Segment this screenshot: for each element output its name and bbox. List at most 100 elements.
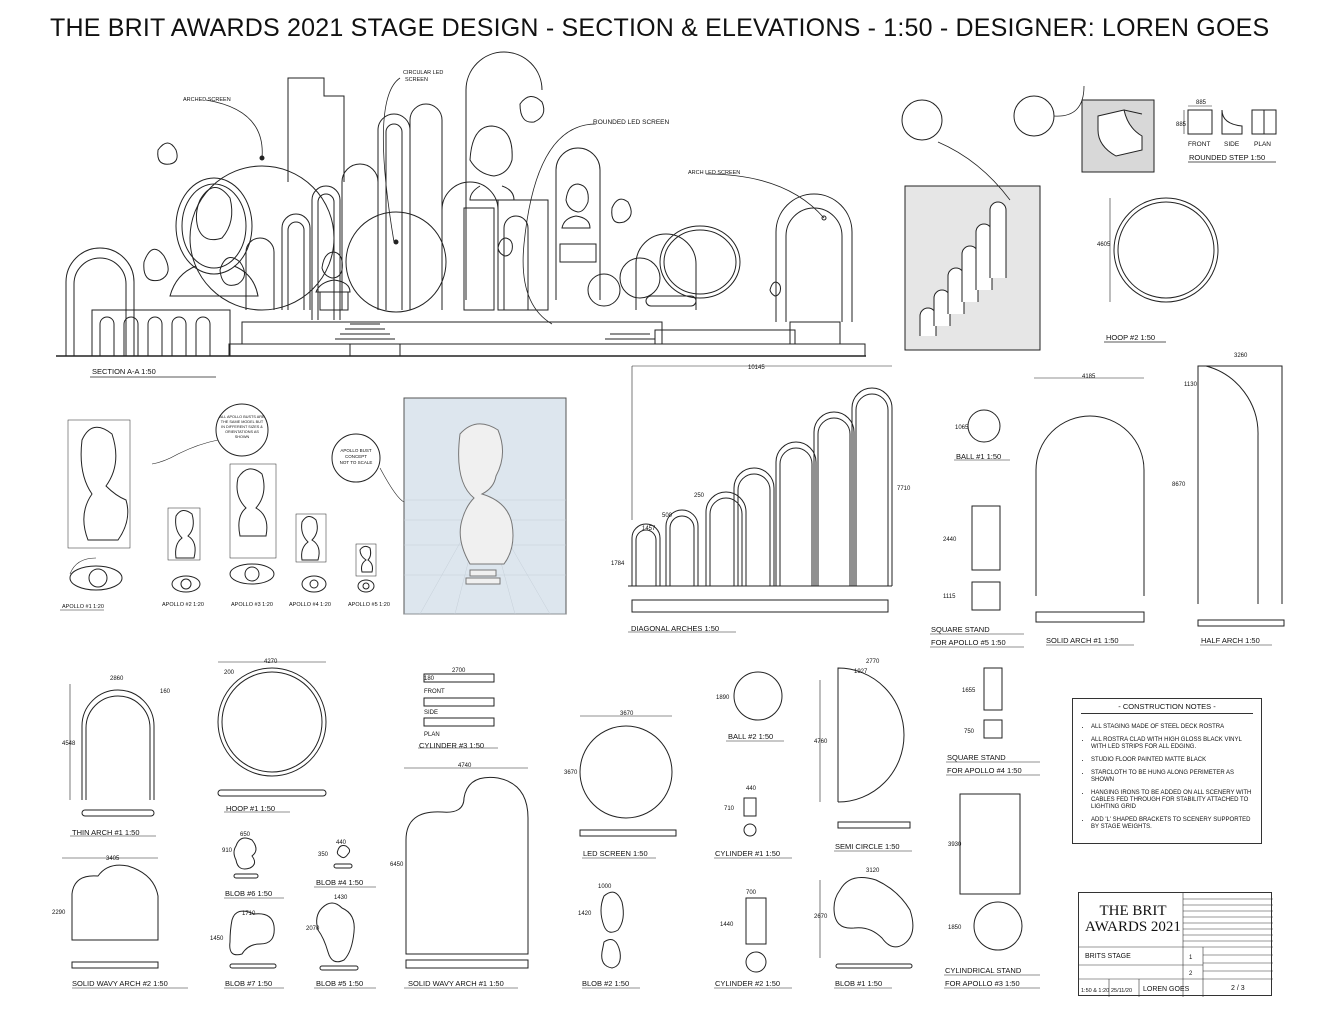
title-block-set: BRITS STAGE — [1085, 953, 1131, 960]
bust-note-line: ORIENTATIONS AS — [225, 430, 259, 434]
semi-circle-drawing — [819, 667, 912, 852]
label-side: SIDE — [1224, 141, 1240, 148]
label-blob6: BLOB #6 1:50 — [225, 889, 272, 898]
dim-cyl3-w: 2700 — [452, 668, 466, 674]
label-plan: PLAN — [1254, 141, 1271, 148]
ball-1-drawing — [954, 409, 1010, 461]
dim-diag-w: 10145 — [748, 365, 765, 371]
label-wavy2: SOLID WAVY ARCH #2 1:50 — [72, 979, 168, 988]
bust-note-line: SHOWN — [235, 435, 250, 439]
bust-note-line: ALL APOLLO BUSTS ARE — [219, 415, 264, 419]
dim-blob1-w: 3120 — [866, 868, 880, 874]
dim-hoop1-t: 200 — [224, 670, 235, 676]
dim-blob5-w: 1430 — [334, 895, 348, 901]
dim-step-w: 885 — [1196, 100, 1207, 106]
dim-sq5-h1: 2440 — [943, 537, 957, 543]
dim-hoop1-w: 4270 — [264, 659, 278, 665]
apollo-bust-render — [403, 397, 567, 615]
cylinder-1-drawing — [714, 797, 792, 859]
label-cyl2: CYLINDER #2 1:50 — [715, 979, 780, 988]
label-front: FRONT — [1188, 141, 1210, 148]
dim-blob6-h: 910 — [222, 848, 233, 854]
dim-half-w: 3260 — [1234, 353, 1248, 359]
label-cylstand-a: CYLINDRICAL STAND — [945, 966, 1022, 975]
dim-cyl1-w: 440 — [746, 786, 757, 792]
label-wavy1: SOLID WAVY ARCH #1 1:50 — [408, 979, 504, 988]
dim-wavy2-h: 2290 — [52, 910, 66, 916]
dim-blob2-w: 1000 — [598, 884, 612, 890]
blob-6-drawing — [224, 837, 284, 899]
label-square5b: FOR APOLLO #5 1:50 — [931, 638, 1006, 647]
label-cyl3-side: SIDE — [424, 710, 438, 716]
dim-cyl3-h: 180 — [424, 676, 435, 682]
callout-circle — [1013, 95, 1055, 137]
cylinder-2-drawing — [714, 897, 792, 989]
dim-wavy1-w: 4740 — [458, 763, 472, 769]
label-blob1: BLOB #1 1:50 — [835, 979, 882, 988]
bust-concept-line: NOT TO SCALE — [340, 460, 373, 465]
dim-sq4-h1: 1655 — [962, 688, 976, 694]
diagonal-arches-drawing — [628, 365, 893, 633]
blob-1-drawing — [819, 877, 914, 989]
label-cyl1: CYLINDER #1 1:50 — [715, 849, 780, 858]
dim-blob5-h: 2070 — [306, 926, 320, 932]
dim-blob7-h: 1450 — [210, 936, 224, 942]
dim-cylst-h: 3930 — [948, 842, 962, 848]
solid-wavy-arch-1-drawing — [404, 767, 529, 989]
dim-blob4-h: 350 — [318, 852, 329, 858]
dim-blob2-h: 1420 — [578, 911, 592, 917]
dim-thin-t: 160 — [160, 689, 171, 695]
square-stand-4-drawing — [946, 667, 1040, 776]
label-cyl3-plan: PLAN — [424, 732, 440, 738]
label-cylstand-b: FOR APOLLO #3 1:50 — [945, 979, 1020, 988]
blob-5-drawing — [314, 902, 376, 989]
label-half-arch: HALF ARCH 1:50 — [1201, 636, 1260, 645]
label-led-screen: LED SCREEN 1:50 — [583, 849, 648, 858]
dim-ball2: 1890 — [716, 695, 730, 701]
note-item: ALL ROSTRA CLAD WITH HIGH GLOSS BLACK VI… — [1091, 737, 1253, 751]
label-ball1: BALL #1 1:50 — [956, 452, 1001, 461]
label-semi: SEMI CIRCLE 1:50 — [835, 842, 900, 851]
label-apollo2: APOLLO #2 1:20 — [162, 602, 204, 608]
label-square4a: SQUARE STAND — [947, 753, 1006, 762]
callout-circular-led-2: SCREEN — [405, 77, 428, 83]
rounded-step-views — [1183, 105, 1277, 163]
dim-blob4-w: 440 — [336, 840, 347, 846]
dim-sq5-h2: 1115 — [943, 594, 956, 600]
dim-cyl1-h: 710 — [724, 806, 735, 812]
bust-note-line: IN DIFFERENT SIZES & — [221, 425, 263, 429]
title-block-stage: 2 — [1189, 971, 1193, 977]
note-item: ADD 'L' SHAPED BRACKETS TO SCENERY SUPPO… — [1091, 817, 1253, 831]
title-block-name-line2: AWARDS 2021 — [1085, 919, 1181, 935]
iso-diagonal-arches-view — [904, 141, 1041, 351]
dim-hoop2: 4605 — [1097, 242, 1111, 248]
notes-heading: - CONSTRUCTION NOTES - — [1081, 703, 1253, 714]
dim-semi-h: 4760 — [814, 739, 828, 745]
iso-rounded-step-view — [1081, 99, 1155, 173]
dim-diag-b: 500 — [662, 513, 673, 519]
dim-diag-c: 250 — [694, 493, 705, 499]
label-square5a: SQUARE STAND — [931, 625, 990, 634]
notes-list: ALL STAGING MADE OF STEEL DECK ROSTRAALL… — [1081, 724, 1253, 831]
title-block-name: THE BRIT AWARDS 2021 — [1085, 903, 1181, 935]
square-stand-5-drawing — [930, 505, 1024, 648]
label-cyl3-front: FRONT — [424, 689, 445, 695]
label-blob7: BLOB #7 1:50 — [225, 979, 272, 988]
ball-2-drawing — [726, 671, 784, 742]
construction-notes: - CONSTRUCTION NOTES - ALL STAGING MADE … — [1072, 698, 1262, 844]
dim-solid-w: 4185 — [1082, 374, 1096, 380]
callout-circle — [901, 99, 943, 141]
solid-arch-1-drawing — [1034, 377, 1145, 646]
dim-thin-w: 2860 — [110, 676, 124, 682]
dim-diag-h: 7710 — [897, 486, 911, 492]
dim-cylst-d: 1850 — [948, 925, 962, 931]
dim-led-w: 3670 — [620, 711, 634, 717]
dim-wavy1-h: 6450 — [390, 862, 404, 868]
callout-rounded-led: ROUNDED LED SCREEN — [593, 119, 670, 126]
label-solid-arch: SOLID ARCH #1 1:50 — [1046, 636, 1119, 645]
label-blob4: BLOB #4 1:50 — [316, 878, 363, 887]
bust-concept-line: CONCEPT — [345, 454, 367, 459]
blob-7-drawing — [224, 910, 284, 989]
label-square4b: FOR APOLLO #4 1:50 — [947, 766, 1022, 775]
section-a-a — [56, 51, 866, 357]
